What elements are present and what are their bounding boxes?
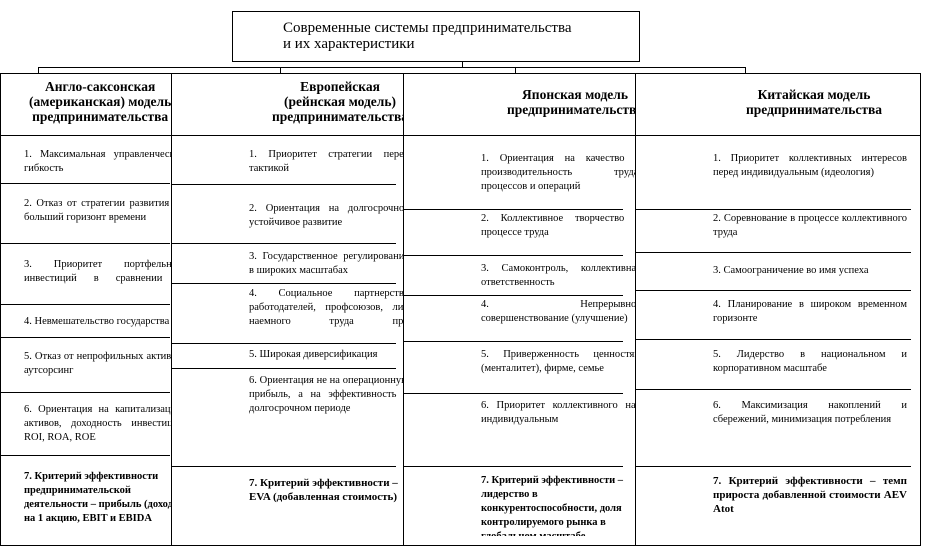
divider — [171, 343, 396, 344]
connector-col1 — [38, 67, 39, 74]
divider — [0, 337, 170, 338]
list-item: 1. Ориентация на качество и производител… — [481, 153, 641, 192]
column-body-box — [635, 136, 921, 546]
connector-horizontal — [38, 67, 745, 68]
criterion-text: 7. Критерий эффективности предпринимател… — [24, 471, 177, 524]
list-item: 3. Самоконтроль, коллективная ответствен… — [481, 263, 641, 288]
divider — [403, 393, 623, 394]
list-item: 4. Невмешательство государства — [24, 316, 170, 327]
divider — [171, 283, 396, 284]
column-body-box — [0, 136, 180, 546]
divider — [171, 184, 396, 185]
connector-col4 — [745, 67, 746, 74]
list-item: 3. Самоограничение во имя успеха — [713, 265, 869, 276]
list-item: 5. Отказ от непрофильных активов, аутсор… — [24, 351, 184, 376]
list-item: 1. Приоритет стратегии перед тактикой — [249, 149, 409, 174]
list-item: 4. Социальное партнерство работодателей,… — [249, 288, 409, 333]
criterion-text: 7. Критерий эффективности – лидерство в … — [481, 475, 624, 536]
divider — [403, 341, 623, 342]
column-body-box — [171, 136, 411, 546]
divider — [635, 209, 911, 210]
list-item: 2. Ориентация на долгосрочное устойчивое… — [249, 203, 409, 228]
list-item: 3. Государственное регулирование в широк… — [249, 251, 409, 276]
divider — [0, 304, 170, 305]
list-item: 2. Соревнование в процессе коллективного… — [713, 213, 907, 238]
list-item: 1. Приоритет коллективных интересов пере… — [713, 153, 907, 178]
list-item: 4. Планирование в широком временном гори… — [713, 299, 907, 324]
list-item: 4. Непрерывное совершенствование (улучше… — [481, 299, 641, 324]
list-item: 1. Максимальная управленческая гибкость — [24, 149, 184, 174]
divider — [0, 183, 170, 184]
divider — [403, 209, 623, 210]
divider — [171, 466, 396, 467]
divider — [0, 243, 170, 244]
criterion-text: 7. Критерий эффективности – EVA (добавле… — [249, 477, 398, 503]
connector-title-down — [462, 61, 463, 67]
divider — [635, 339, 911, 340]
divider — [635, 252, 911, 253]
divider — [635, 389, 911, 390]
divider — [403, 295, 623, 296]
list-item: 5. Лидерство в национальном и корпоратив… — [713, 349, 907, 374]
divider — [635, 290, 911, 291]
column-header-box: Англо-саксонская (американская) модель п… — [0, 73, 180, 136]
list-item: 6. Ориентация не на операционную прибыль… — [249, 375, 409, 414]
divider — [0, 455, 170, 456]
list-item: 6. Приоритет коллективного над индивидуа… — [481, 400, 641, 425]
criterion-text: 7. Критерий эффективности – темп прирост… — [713, 475, 907, 515]
title-box: Современные системы предпринимательства … — [232, 11, 640, 62]
list-item: 6. Максимизация накоплений и сбережений,… — [713, 400, 907, 425]
divider — [0, 392, 170, 393]
divider — [171, 243, 396, 244]
divider — [635, 466, 911, 467]
list-item: 2. Коллективное творчество в процессе тр… — [481, 213, 641, 238]
divider — [403, 255, 623, 256]
list-item: 3. Приоритет портфельных инвестиций в ср… — [24, 259, 184, 290]
column-header-box: Китайская модель предпринимательства — [635, 73, 921, 136]
diagram-title: Современные системы предпринимательства … — [283, 20, 572, 52]
column-header: Японская модель предпринимательства — [507, 87, 642, 117]
divider — [403, 466, 623, 467]
column-header: Англо-саксонская (американская) модель п… — [29, 79, 172, 124]
connector-col3 — [515, 67, 516, 74]
list-item: 5. Широкая диверсификация — [249, 349, 378, 360]
divider — [171, 368, 396, 369]
column-header-box: Европейская (рейнская модель) предприним… — [171, 73, 411, 136]
column-header: Европейская (рейнская модель) предприним… — [272, 79, 409, 124]
list-item: 2. Отказ от стратегии развития на больши… — [24, 198, 184, 223]
list-item: 6. Ориентация на капитализацию активов, … — [24, 404, 184, 443]
column-header: Китайская модель предпринимательства — [745, 87, 883, 117]
connector-col2 — [280, 67, 281, 74]
column-header-box: Японская модель предпринимательства — [403, 73, 642, 136]
list-item: 5. Приверженность ценностям (менталитет)… — [481, 349, 641, 374]
